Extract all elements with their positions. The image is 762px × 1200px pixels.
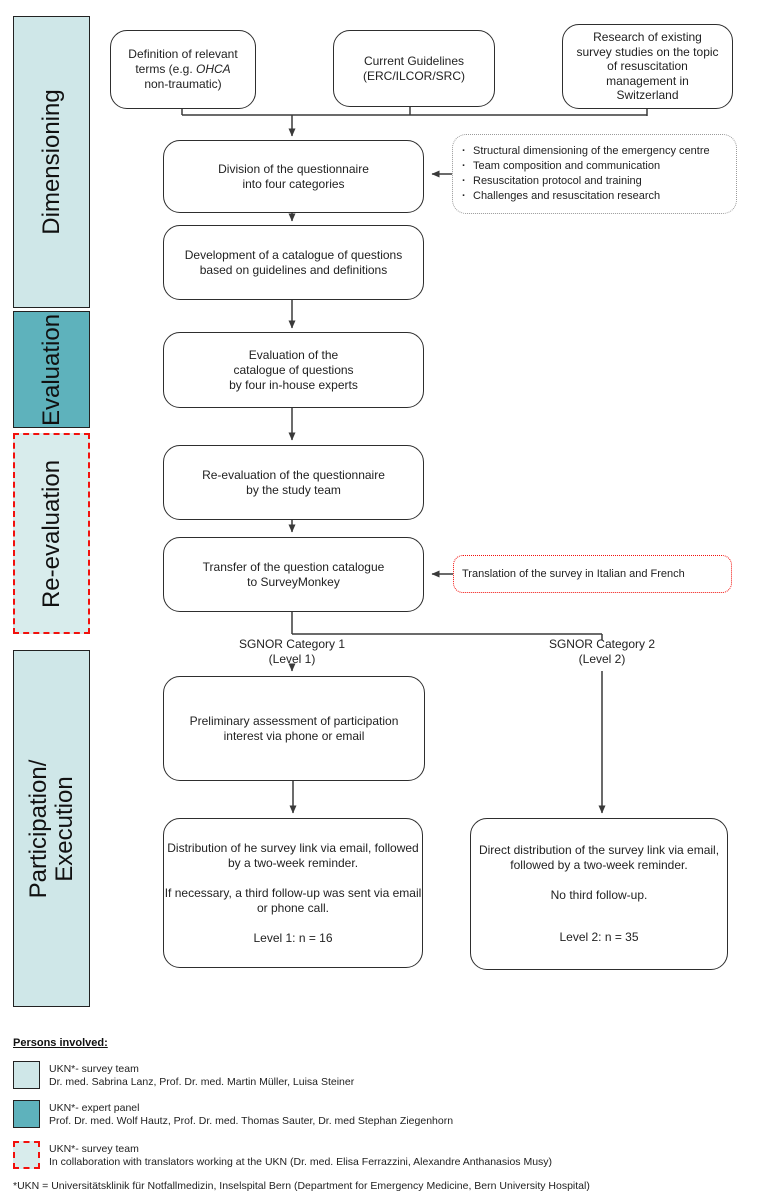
flow-box-current-guidelines: Current Guidelines (ERC/ILCOR/SRC) bbox=[333, 30, 495, 107]
flow-box-text-line: by the study team bbox=[246, 482, 341, 497]
legend-swatch-survey-team bbox=[13, 1061, 40, 1089]
legend-item-names: In collaboration with translators workin… bbox=[49, 1156, 553, 1168]
legend-item-title: UKN*- expert panel bbox=[49, 1102, 140, 1114]
phase-label-execution-line: Execution bbox=[50, 775, 78, 882]
branch-label-line: SGNOR Category 2 bbox=[548, 637, 656, 651]
flow-box-paragraph: If necessary, a third follow-up was sent… bbox=[164, 885, 422, 915]
flow-box-text-line: terms (e.g. OHCA bbox=[111, 62, 255, 77]
flow-box-definition-of-terms: Definition of relevant terms (e.g. OHCA … bbox=[110, 30, 256, 109]
flow-box-text-line: catalogue of questions bbox=[233, 362, 354, 377]
legend-swatch-survey-team-translators bbox=[13, 1141, 40, 1169]
flow-box-re-evaluation-questionnaire: Re-evaluation of the questionnaire by th… bbox=[163, 445, 424, 520]
flow-box-transfer-surveymonkey: Transfer of the question catalogue to Su… bbox=[163, 537, 424, 612]
flow-box-text-line: Evaluation of the bbox=[248, 347, 339, 362]
branch-label-line: (Level 2) bbox=[578, 651, 626, 666]
legend-item-expert-panel: UKN*- expert panel Prof. Dr. med. Wolf H… bbox=[49, 1102, 453, 1128]
category-list-item: Structural dimensioning of the emergency… bbox=[460, 144, 710, 159]
flow-box-paragraph: No third follow-up. bbox=[550, 888, 648, 902]
legend-title: Persons involved: bbox=[13, 1037, 108, 1049]
flow-box-text-line: based on guidelines and definitions bbox=[199, 262, 388, 277]
legend-swatch-expert-panel bbox=[13, 1100, 40, 1128]
flow-box-text-line: by four in-house experts bbox=[229, 377, 358, 392]
note-box-four-categories: Structural dimensioning of the emergency… bbox=[452, 134, 737, 214]
branch-label-line: SGNOR Category 1 bbox=[238, 637, 346, 651]
note-box-translation-text: Translation of the survey in Italian and… bbox=[462, 568, 685, 580]
legend-footnote: *UKN = Universitätsklinik für Notfallmed… bbox=[13, 1180, 590, 1192]
legend-item-names: Prof. Dr. med. Wolf Hautz, Prof. Dr. med… bbox=[49, 1115, 454, 1127]
flow-box-paragraph: Distribution of he survey link via email… bbox=[167, 840, 419, 870]
note-box-translation: Translation of the survey in Italian and… bbox=[453, 555, 732, 593]
flow-box-text-line: Switzerland bbox=[616, 88, 679, 103]
phase-label-participation-line: Participation/ bbox=[24, 759, 52, 898]
flow-box-text-line: into four categories bbox=[242, 176, 345, 191]
phase-bar-evaluation: Evaluation bbox=[13, 311, 90, 428]
phase-bar-participation-execution: Participation/Execution bbox=[13, 650, 90, 1007]
branch-label-sgnor-category-1: SGNOR Category 1 (Level 1) bbox=[192, 637, 392, 666]
category-list: Structural dimensioning of the emergency… bbox=[453, 144, 714, 204]
flow-box-distribution-level2: Direct distribution of the survey link v… bbox=[470, 818, 728, 970]
legend-item-title: UKN*- survey team bbox=[49, 1143, 139, 1155]
flow-box-paragraph: Direct distribution of the survey link v… bbox=[478, 843, 720, 872]
flow-box-text-line: Preliminary assessment of participation bbox=[189, 713, 399, 728]
flow-box-text-line: to SurveyMonkey bbox=[247, 574, 340, 589]
flow-box-paragraph: Level 1: n = 16 bbox=[253, 930, 333, 945]
legend-item-survey-team: UKN*- survey team Dr. med. Sabrina Lanz,… bbox=[49, 1063, 354, 1089]
phase-label-dimensioning: Dimensioning bbox=[37, 89, 65, 235]
category-list-item: Challenges and resuscitation research bbox=[460, 189, 710, 204]
legend-item-survey-team-translators: UKN*- survey team In collaboration with … bbox=[49, 1143, 552, 1169]
flow-box-text-line: Research of existing bbox=[593, 30, 702, 45]
phase-label-re-evaluation: Re-evaluation bbox=[37, 459, 65, 608]
flow-box-division-questionnaire: Division of the questionnaire into four … bbox=[163, 140, 424, 213]
flow-box-development-catalogue: Development of a catalogue of questions … bbox=[163, 225, 424, 300]
text-fragment-italic: OHCA bbox=[196, 62, 231, 76]
flow-box-text-line: interest via phone or email bbox=[223, 728, 365, 743]
branch-label-line: (Level 1) bbox=[268, 651, 316, 666]
flow-box-preliminary-assessment: Preliminary assessment of participation … bbox=[163, 676, 425, 781]
flow-box-text-line: Development of a catalogue of questions bbox=[184, 247, 403, 262]
flow-box-text-line: Division of the questionnaire bbox=[218, 161, 369, 176]
phase-bar-dimensioning: Dimensioning bbox=[13, 16, 90, 308]
flow-box-paragraph: Level 2: n = 35 bbox=[559, 930, 639, 944]
phase-label-participation-execution: Participation/Execution bbox=[24, 759, 78, 898]
legend-item-names: Dr. med. Sabrina Lanz, Prof. Dr. med. Ma… bbox=[49, 1076, 355, 1088]
flow-box-text-line: Current Guidelines bbox=[363, 53, 465, 68]
flow-box-text-line: of resuscitation bbox=[607, 59, 688, 74]
flow-box-text-line: (ERC/ILCOR/SRC) bbox=[362, 68, 465, 83]
legend-item-title: UKN*- survey team bbox=[49, 1063, 139, 1075]
category-list-item: Team composition and communication bbox=[460, 159, 710, 174]
flow-box-distribution-level1: Distribution of he survey link via email… bbox=[163, 818, 423, 968]
flow-box-text-line: Transfer of the question catalogue bbox=[202, 559, 385, 574]
phase-bar-re-evaluation: Re-evaluation bbox=[13, 433, 90, 634]
category-list-item: Resuscitation protocol and training bbox=[460, 174, 710, 189]
branch-label-sgnor-category-2: SGNOR Category 2 (Level 2) bbox=[502, 637, 702, 666]
flow-box-text-line: Definition of relevant bbox=[128, 47, 238, 61]
flow-box-text-line: survey studies on the topic bbox=[576, 44, 719, 59]
flow-box-evaluation-catalogue: Evaluation of the catalogue of questions… bbox=[163, 332, 424, 408]
flow-box-text-line: Re-evaluation of the questionnaire bbox=[202, 467, 385, 482]
phase-label-evaluation: Evaluation bbox=[37, 313, 65, 426]
flow-box-research-existing-surveys: Research of existing survey studies on t… bbox=[562, 24, 733, 109]
flow-box-text-line: non-traumatic) bbox=[144, 77, 222, 91]
text-fragment: terms (e.g. bbox=[135, 62, 196, 76]
flow-box-text-line: management in bbox=[606, 73, 689, 88]
